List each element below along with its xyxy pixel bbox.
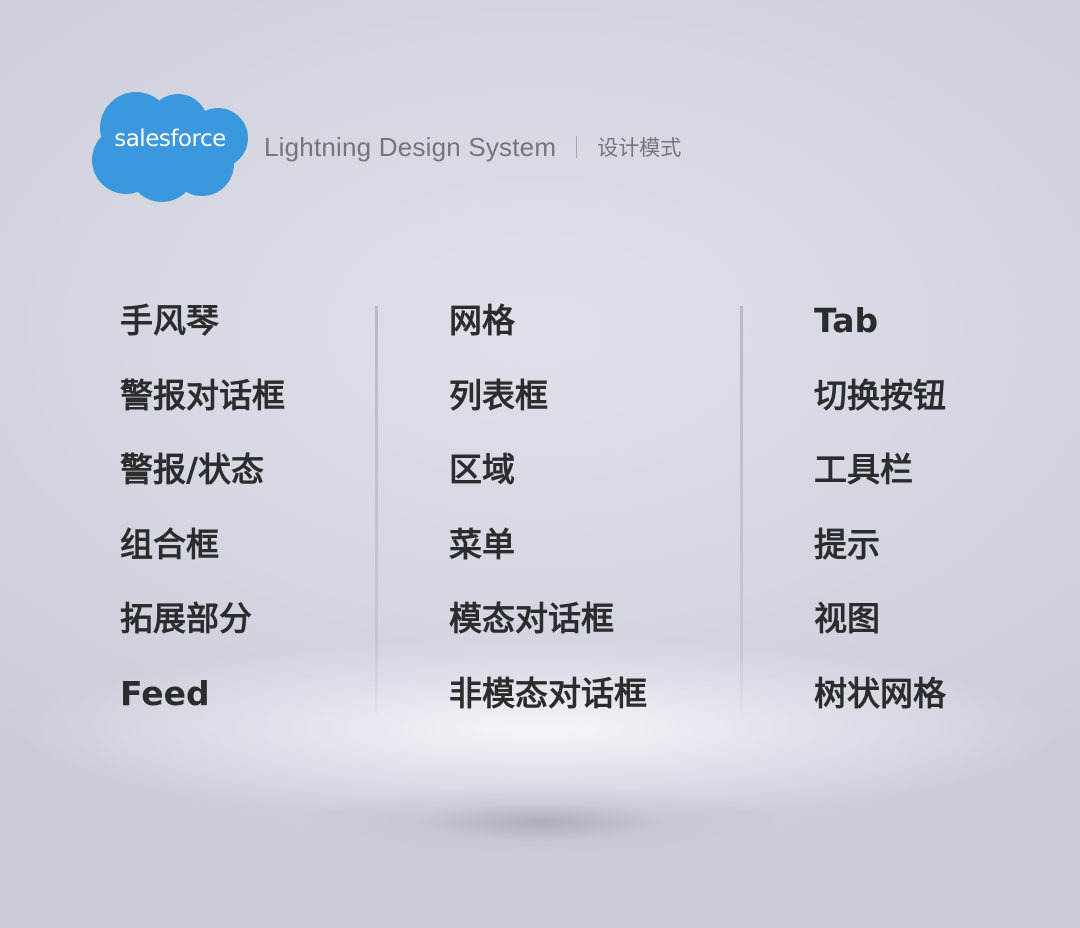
pattern-item-view: 视图 [814, 599, 880, 638]
logo-wordmark: salesforce [114, 126, 226, 152]
pattern-item-alert-status: 警报/状态 [120, 450, 265, 489]
pattern-item-listbox: 列表框 [449, 375, 548, 415]
pattern-item-toolbar: 工具栏 [814, 450, 913, 489]
pattern-column-3: Tab 切换按钮 工具栏 提示 视图 树状网格 [814, 284, 946, 731]
pattern-item-accordion: 手风琴 [120, 301, 219, 340]
pattern-item-tooltip: 提示 [814, 524, 880, 564]
pattern-item-toggle-button: 切换按钮 [814, 375, 946, 415]
header: salesforce Lightning Design System 设计模式 [90, 90, 681, 204]
header-divider [576, 136, 578, 158]
pattern-item-non-modal-dialog: 非模态对话框 [449, 673, 647, 713]
pattern-item-region: 区域 [449, 450, 515, 489]
subtitle: 设计模式 [597, 136, 682, 160]
pattern-item-tree-grid: 树状网格 [814, 673, 946, 713]
cloud-icon [92, 92, 248, 202]
pattern-item-tab: Tab [814, 301, 879, 340]
column-divider [375, 306, 378, 718]
system-name: Lightning Design System [264, 131, 557, 162]
pattern-item-alert-dialog: 警报对话框 [120, 375, 285, 415]
pattern-item-feed: Feed [120, 673, 210, 713]
salesforce-logo: salesforce [90, 90, 250, 204]
floor-shadow [290, 770, 790, 880]
pattern-column-2: 网格 列表框 区域 菜单 模态对话框 非模态对话框 [449, 284, 647, 731]
pattern-item-menu: 菜单 [449, 524, 515, 564]
pattern-item-grid: 网格 [449, 301, 515, 340]
column-divider [740, 306, 743, 718]
pattern-column-1: 手风琴 警报对话框 警报/状态 组合框 拓展部分 Feed [120, 284, 285, 731]
pattern-item-expandable-section: 拓展部分 [120, 599, 252, 638]
pattern-item-modal-dialog: 模态对话框 [449, 599, 614, 638]
pattern-item-combobox: 组合框 [120, 524, 219, 564]
